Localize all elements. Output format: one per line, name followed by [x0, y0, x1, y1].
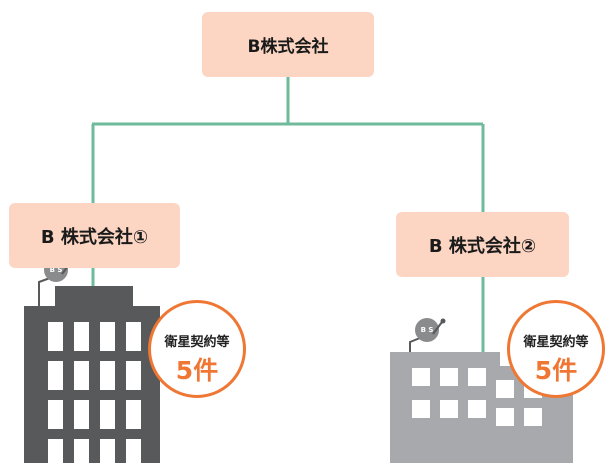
dish-label-left: B S	[50, 266, 63, 274]
dish-label-right: B S	[421, 326, 434, 334]
badge-right-count: 5件	[534, 356, 578, 385]
tree-connectors	[91, 77, 485, 355]
contract-count-badge-right: 衛星契約等 5件	[507, 300, 605, 398]
badge-left-count: 5件	[175, 356, 219, 385]
subsidiary-1-label: B 株式会社①	[40, 226, 149, 248]
parent-company-box: B株式会社	[202, 12, 374, 77]
subsidiary-1-box: B 株式会社①	[9, 203, 180, 268]
subsidiary-2-box: B 株式会社②	[396, 212, 569, 277]
parent-company-label: B株式会社	[247, 37, 329, 57]
building-left	[24, 286, 160, 463]
subsidiary-2-label: B 株式会社②	[428, 235, 537, 257]
badge-left-label: 衛星契約等	[164, 335, 230, 350]
satellite-dish-icon-right: B S	[409, 318, 446, 352]
contract-count-badge-left: 衛星契約等 5件	[148, 300, 246, 398]
badge-right-label: 衛星契約等	[523, 335, 589, 350]
